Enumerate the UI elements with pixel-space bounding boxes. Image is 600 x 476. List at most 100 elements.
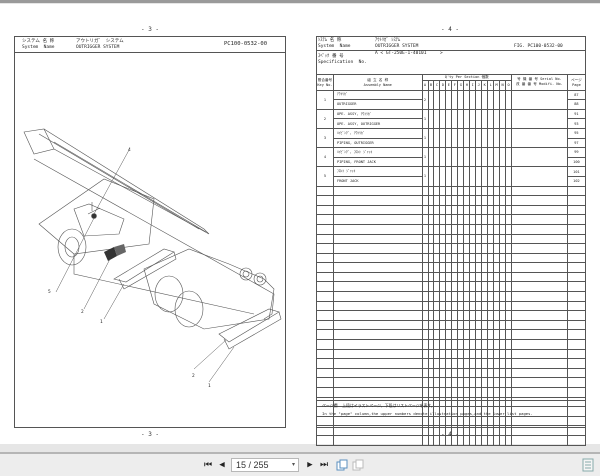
col-key-en: Key No. [317, 82, 333, 87]
callout-4: 4 [128, 148, 131, 153]
system-name-jp: ｱｳﾄﾘｶﾞ ｼｽﾃﾑ [375, 38, 401, 43]
callout-1b: 1 [208, 384, 211, 389]
assembly-name-en: PIPING, FRONT JACK [332, 156, 423, 168]
system-name-en: OUTRIGGER SYSTEM [375, 44, 419, 49]
illustration-frame [14, 36, 286, 428]
page-ref[interactable]: 93 [566, 118, 587, 129]
col-key-jp: 照合番号 [317, 77, 333, 82]
empty-row [316, 310, 587, 321]
spec-label-jp: ｽﾍﾟｯｸ 番 号 [318, 54, 344, 59]
col-qty-jp: 個数 [481, 75, 489, 79]
empty-row [316, 262, 587, 273]
qty-cell [487, 166, 495, 187]
spec-value: A < GT-250E-1-40101 > [375, 51, 443, 56]
empty-row [316, 377, 587, 388]
fig-label: FIG. PC100-0532-00 [514, 44, 563, 49]
page-ref[interactable]: 88 [566, 99, 587, 110]
empty-row [316, 214, 587, 225]
key-no: 5 [316, 166, 334, 187]
serial-cell [511, 108, 568, 129]
assembly-name-en: PIPING, OUTRIGGER [332, 137, 423, 149]
assembly-name-jp: ｱｳﾄﾘｶﾞ [332, 89, 423, 101]
page-ref[interactable]: 87 [566, 89, 587, 101]
previous-page-button[interactable]: ◀ [219, 460, 225, 470]
qty-col-o: O [505, 80, 513, 91]
empty-row [316, 367, 587, 379]
empty-row [316, 348, 587, 360]
qty-cell [451, 166, 459, 187]
single-page-view-icon[interactable] [352, 459, 364, 471]
note-en: In the "page" column,the upper numbers d… [322, 411, 533, 416]
serial-cell [511, 89, 568, 110]
page-number-bottom: - 3 - [140, 431, 160, 438]
assembly-name-jp: OPE. ASSY, ｱｳﾄﾘｶﾞ [332, 108, 423, 120]
two-page-view-icon[interactable] [336, 459, 348, 471]
page-number-bottom: - 4 - [440, 431, 460, 438]
empty-row [316, 434, 587, 446]
empty-row [316, 233, 587, 245]
empty-row [316, 195, 587, 206]
last-page-button[interactable]: ⏭ [319, 460, 329, 470]
empty-row [316, 204, 587, 216]
serial-cell [511, 127, 568, 149]
serial-cell [511, 147, 568, 168]
empty-row [316, 281, 587, 293]
assembly-name-jp: ﾊｲﾋﾟﾝｸﾞ, ｱｳﾄﾘｶﾞ [332, 127, 423, 139]
page-ref[interactable]: 95 [566, 127, 587, 139]
system-label-en: System Name [318, 44, 351, 49]
col-serial-jp: 号 機 番 号 [517, 77, 538, 82]
empty-row [316, 329, 587, 341]
page-ref[interactable]: 100 [566, 156, 587, 168]
assembly-name-en: OPE. ASSY, OUTRIGGER [332, 118, 423, 129]
empty-row [316, 291, 587, 302]
page-ref[interactable]: 99 [566, 147, 587, 158]
qty-cell [499, 166, 507, 187]
crane-outrigger-drawing [23, 128, 282, 383]
note-jp: ページ欄 上段はイラストページ、下段はリストページを表す。 [322, 403, 435, 408]
qty-a: 1 [421, 166, 429, 187]
col-modif-jp: 改 番 番 号 [516, 82, 537, 87]
page-ref[interactable]: 102 [566, 175, 587, 187]
empty-row [316, 185, 587, 197]
col-serial-en: Serial No. [540, 77, 562, 82]
qty-cell [493, 166, 501, 187]
col-page-jp: ページ [571, 77, 582, 82]
empty-row [316, 339, 587, 350]
page-layout-icon[interactable] [582, 458, 594, 472]
first-page-button[interactable]: ⏮ [203, 460, 213, 470]
callout-5: 5 [48, 290, 51, 295]
callout-2b: 2 [192, 374, 195, 379]
header-divider [316, 50, 586, 51]
spec-label-en: Specification No. [318, 60, 367, 65]
page-number-top: - 4 - [440, 26, 460, 33]
page-ref[interactable]: 91 [566, 108, 587, 120]
assembly-name-en: FRONT JACK [332, 175, 423, 187]
next-page-button[interactable]: ▶ [307, 460, 313, 470]
page-number-input[interactable]: 15 / 255 ▾ [231, 458, 299, 472]
note-divider [316, 400, 586, 428]
key-no: 3 [316, 127, 334, 149]
callout-2: 2 [81, 310, 84, 315]
system-name-en: OUTRIGGER SYSTEM [76, 45, 120, 50]
col-name-jp: 組 立 名 称 [367, 77, 389, 82]
page-dropdown-chevron-icon[interactable]: ▾ [291, 462, 295, 468]
page-ref[interactable]: 97 [566, 137, 587, 149]
qty-cell [427, 166, 435, 187]
qty-cell [445, 166, 453, 187]
page-ref[interactable]: 101 [566, 166, 587, 177]
system-name-jp: アウトリガ゛ システム [76, 39, 124, 44]
left-page-illustration: - 3 - システム 名 称 System Name アウトリガ゛ システム O… [0, 4, 300, 444]
empty-row [316, 300, 587, 312]
qty-cell [463, 166, 471, 187]
assembly-name-jp: ﾊｲﾋﾟﾝｸﾞ, ﾌﾛﾝﾄ ｼﾞｬｯｷ [332, 147, 423, 158]
system-label-jp: ｼｽﾃﾑ 名 称 [318, 38, 342, 43]
key-no: 4 [316, 147, 334, 168]
col-page-en: Page [572, 82, 581, 87]
